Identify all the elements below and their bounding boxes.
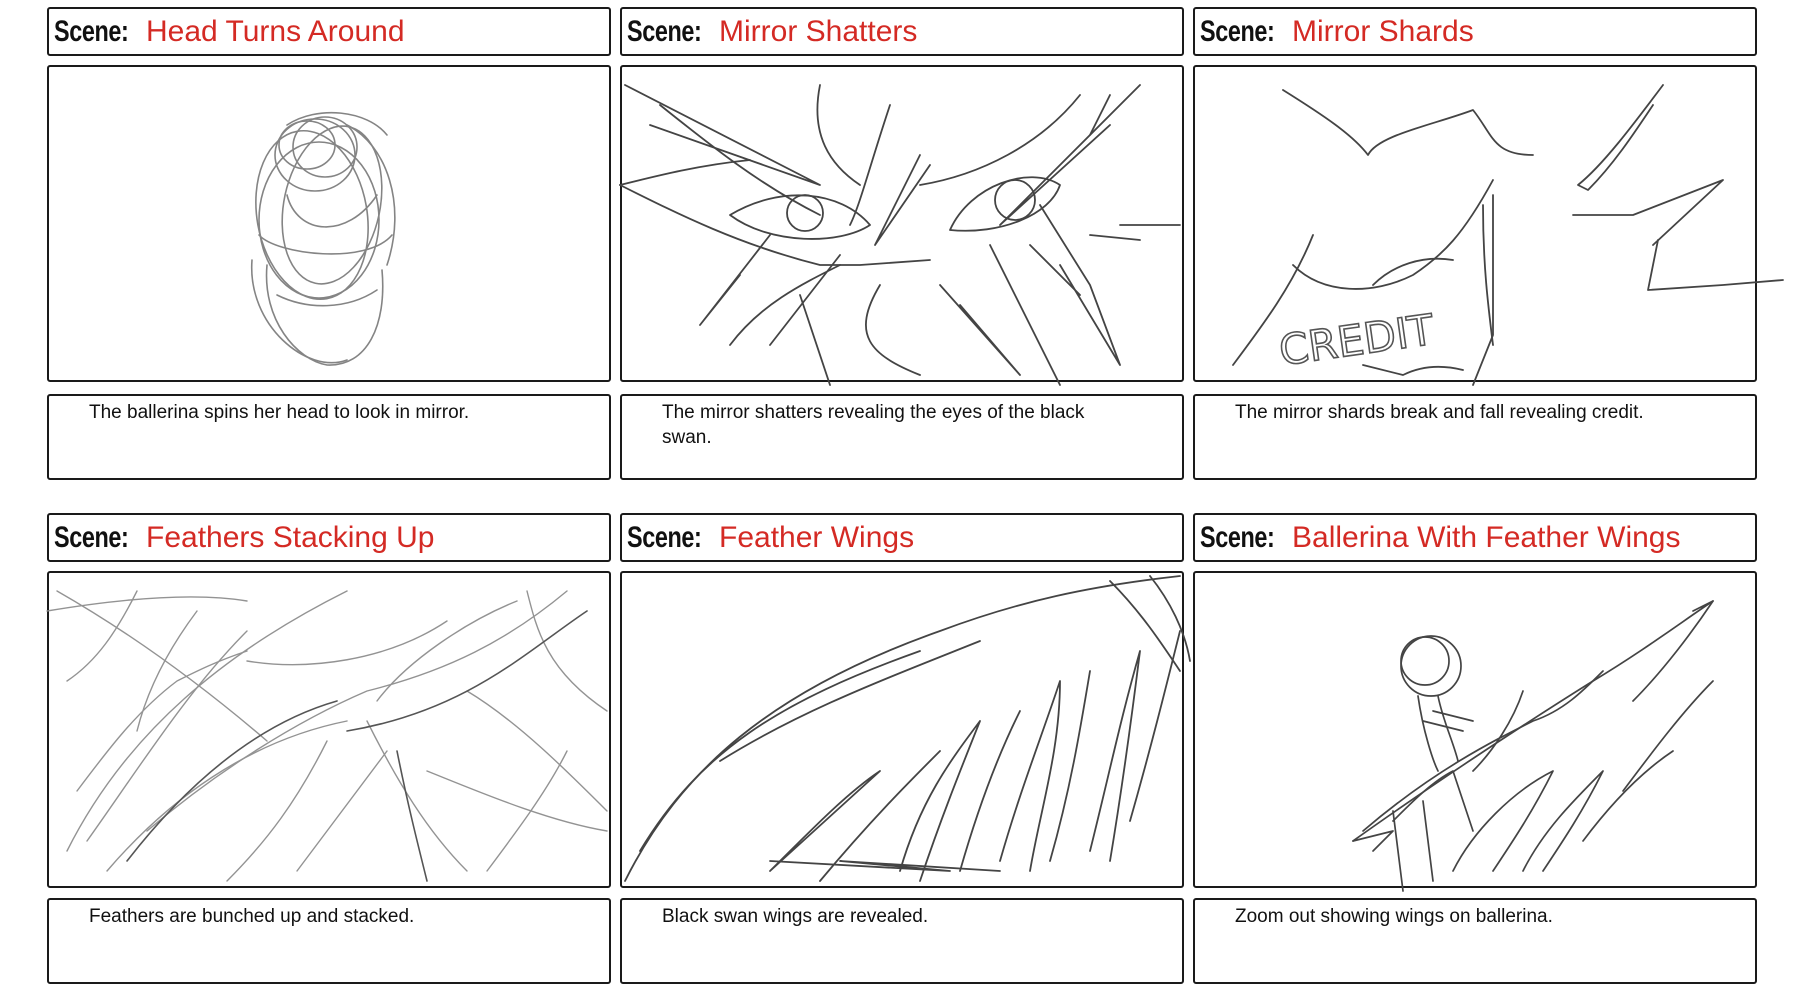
scene-label: Scene: — [54, 520, 129, 554]
caption-text-5: Black swan wings are revealed. — [662, 906, 929, 927]
caption-box-5: Black swan wings are revealed. — [620, 898, 1184, 984]
sketch-frame-3: CREDIT — [1193, 65, 1784, 386]
scene-title-box-4: Scene: Feathers Stacking Up — [47, 513, 611, 562]
caption-text-2: The mirror shatters revealing the eyes o… — [662, 402, 1085, 448]
caption-box-6: Zoom out showing wings on ballerina. — [1193, 898, 1757, 984]
caption-box-4: Feathers are bunched up and stacked. — [47, 898, 611, 984]
scene-label: Scene: — [627, 14, 702, 48]
sketch-frame-4 — [46, 571, 611, 888]
caption-box-3: The mirror shards break and fall reveali… — [1193, 394, 1757, 480]
sketch-frame-1 — [47, 65, 611, 382]
scene-label: Scene: — [54, 14, 129, 48]
scene-name-1: Head Turns Around — [146, 14, 405, 48]
sketch-mirror-shards: CREDIT — [1232, 84, 1784, 386]
scene-name-3: Mirror Shards — [1292, 14, 1474, 48]
sketch-ballerina-wings — [1352, 600, 1714, 892]
caption-box-2: The mirror shatters revealing the eyes o… — [620, 394, 1184, 480]
scene-label: Scene: — [1200, 14, 1275, 48]
scene-title-box-5: Scene: Feather Wings — [620, 513, 1184, 562]
caption-text-6: Zoom out showing wings on ballerina. — [1235, 906, 1553, 927]
scene-name-2: Mirror Shatters — [719, 14, 918, 48]
sketch-feathers-stacking — [46, 590, 608, 882]
scene-label: Scene: — [627, 520, 702, 554]
scene-title-box-6: Scene: Ballerina With Feather Wings — [1193, 513, 1757, 562]
caption-box-1: The ballerina spins her head to look in … — [47, 394, 611, 480]
scene-title-box-1: Scene: Head Turns Around — [47, 7, 611, 56]
scene-name-5: Feather Wings — [719, 520, 915, 554]
scene-name-4: Feathers Stacking Up — [146, 520, 435, 554]
sketch-head-turn — [251, 111, 396, 366]
sketch-frame-5 — [620, 571, 1191, 888]
credit-sketch-text: CREDIT — [1276, 305, 1437, 375]
sketch-feather-wings — [624, 575, 1191, 882]
caption-text-1: The ballerina spins her head to look in … — [89, 402, 470, 423]
caption-text-4: Feathers are bunched up and stacked. — [89, 906, 415, 927]
sketch-frame-6 — [1193, 571, 1757, 892]
scene-label: Scene: — [1200, 520, 1275, 554]
caption-text-3: The mirror shards break and fall reveali… — [1235, 402, 1644, 423]
scene-title-box-2: Scene: Mirror Shatters — [620, 7, 1184, 56]
sketch-mirror-shatter — [619, 84, 1181, 386]
sketch-frame-2 — [619, 65, 1184, 386]
scene-title-box-3: Scene: Mirror Shards — [1193, 7, 1757, 56]
scene-name-6: Ballerina With Feather Wings — [1292, 520, 1681, 554]
